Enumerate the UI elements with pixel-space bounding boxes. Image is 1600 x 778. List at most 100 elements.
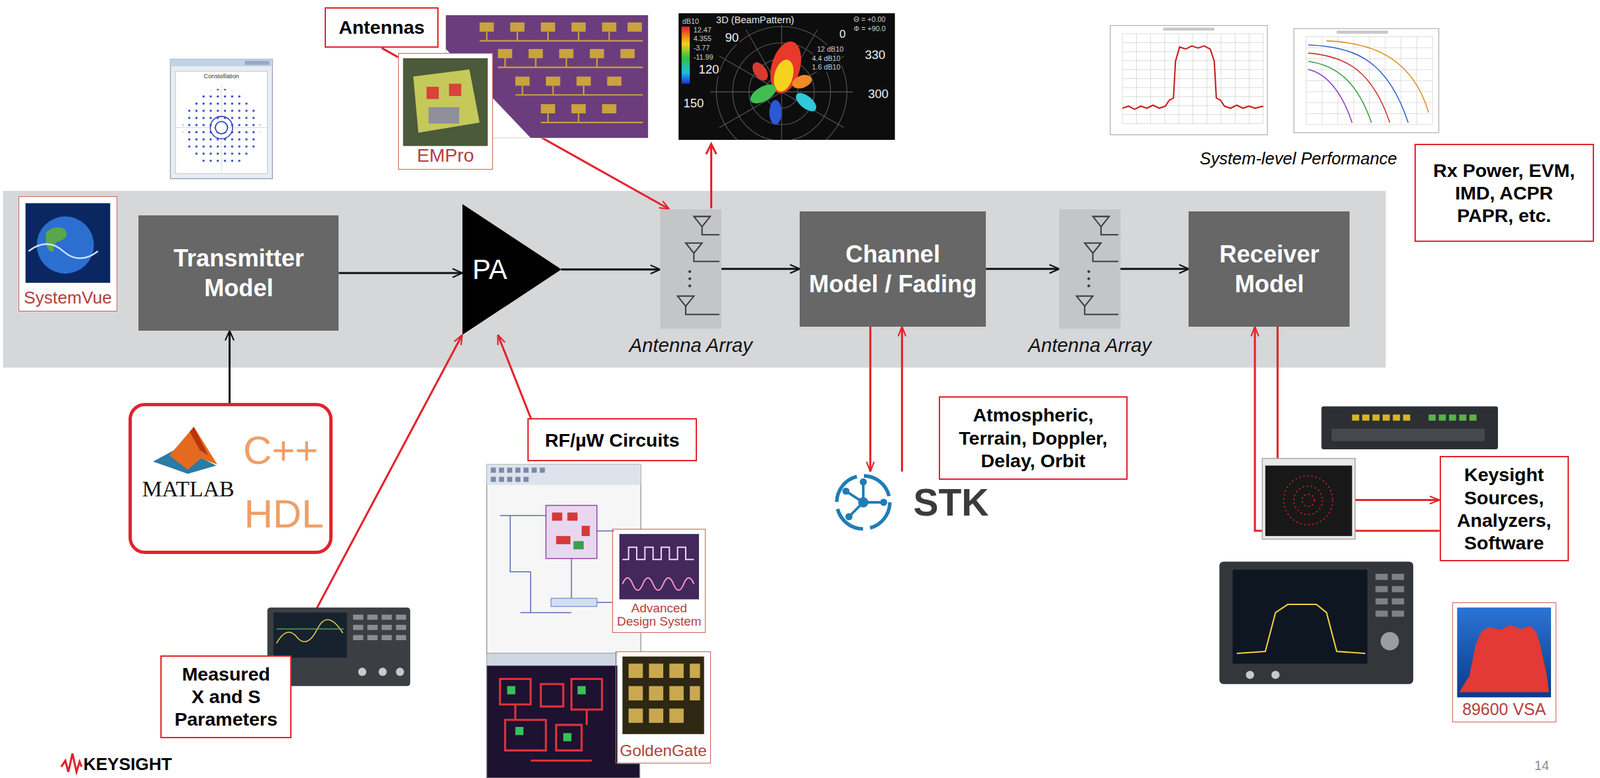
goldengate-icon-picture <box>628 663 701 723</box>
antenna-array-graphic <box>688 270 692 273</box>
spectrum-screenshot <box>1122 33 1264 124</box>
schematic-screenshot <box>545 505 597 559</box>
node-text: Advanced Design System <box>616 601 703 630</box>
network-analyzer-picture <box>367 624 377 631</box>
goldengate-icon-picture <box>689 663 700 678</box>
antenna-array-graphic <box>1087 270 1090 273</box>
beam-pattern-plot <box>710 20 854 140</box>
schematic-screenshot <box>515 467 521 474</box>
ads-icon-picture <box>619 533 699 600</box>
signal-analyzer-picture <box>1375 598 1388 605</box>
antenna-layout-picture <box>559 49 574 59</box>
node-text: Receiver Model <box>1197 239 1341 299</box>
keysight-logo-mark <box>60 753 82 772</box>
stk-logo <box>879 498 888 507</box>
spectrum-screenshot <box>1110 25 1268 136</box>
node-text: Antenna Array <box>1028 334 1152 358</box>
beam-pattern-plot <box>710 20 854 140</box>
antenna-layout-picture <box>498 49 513 59</box>
goldengate-icon-picture <box>669 708 684 723</box>
network-analyzer-picture <box>276 619 343 644</box>
constellation-screenshot <box>245 60 270 65</box>
empro-icon-picture <box>449 83 462 96</box>
signal-source-rack <box>1352 414 1360 421</box>
signal-source-rack <box>1439 414 1447 421</box>
signal-analyzer-picture <box>1391 573 1404 580</box>
stk-logo <box>845 512 853 521</box>
systemvue-icon-picture <box>18 196 118 312</box>
node-text: PA <box>472 253 507 286</box>
goldengate-icon-picture <box>617 651 710 764</box>
signal-analyzer-picture <box>1375 573 1404 617</box>
tool-icon: GoldenGate <box>615 651 711 764</box>
node-text: Atmospheric, Terrain, Doppler, Delay, Or… <box>948 403 1118 472</box>
node-text: HDL <box>243 494 324 534</box>
connector-arrow <box>228 330 231 403</box>
signal-source-rack <box>1428 414 1477 421</box>
label-text: 4.355 <box>693 34 713 43</box>
analyzer-software-screenshot <box>1265 465 1353 536</box>
empro-icon-picture <box>398 53 493 170</box>
signal-analyzer-picture <box>1246 670 1255 679</box>
schematic-screenshot <box>490 467 546 483</box>
signal-source-rack <box>1362 414 1370 421</box>
beam-pattern-plot <box>681 26 690 84</box>
antenna-array: Antenna Array <box>660 209 722 329</box>
signal-source-rack <box>1321 406 1498 450</box>
label-text: 1.6 dB10 <box>810 62 841 71</box>
node-text: Rx Power, EVM, IMD, ACPR PAPR, etc. <box>1428 159 1580 228</box>
connector-arrow <box>1120 267 1189 270</box>
ads-icon-picture <box>614 528 705 633</box>
signal-analyzer-picture <box>1391 610 1404 617</box>
empro-icon-picture <box>402 58 488 146</box>
antenna-layout-picture <box>528 49 544 59</box>
label-text: 300 <box>867 86 890 101</box>
node-text: Measured X and S Parameters <box>173 662 279 731</box>
beam-arrow <box>706 143 717 209</box>
antenna-layout-picture <box>479 31 643 123</box>
curves-screenshot <box>1293 28 1440 133</box>
antenna-array-graphic <box>1076 216 1119 315</box>
constellation-screenshot <box>210 116 233 140</box>
spectrum-screenshot <box>1163 27 1215 32</box>
constellation-screenshot <box>215 121 228 134</box>
analyzer-software-screenshot <box>1293 485 1323 515</box>
antenna-array-graphic <box>1059 209 1121 329</box>
constellation-screenshot <box>170 58 273 179</box>
node-text: Antenna Array <box>629 334 753 358</box>
callout-box: Antennas <box>324 7 440 49</box>
connector-arrow <box>561 268 660 271</box>
ic-layout-screenshot <box>500 679 603 761</box>
label-text: Constellation <box>203 72 240 81</box>
antenna-layout-picture <box>545 76 561 87</box>
signal-analyzer-picture <box>1375 585 1388 592</box>
ic-layout-screenshot <box>486 653 640 778</box>
antenna-layout-picture <box>510 22 525 32</box>
antenna-layout-picture <box>627 22 642 32</box>
stk-logo <box>836 475 890 529</box>
antenna-array-graphic <box>1087 276 1090 280</box>
schematic-screenshot <box>581 525 590 536</box>
antenna-layout-picture <box>540 104 556 114</box>
node-text: MATLAB <box>141 477 234 501</box>
vsa-icon-picture <box>1452 602 1557 723</box>
schematic-screenshot <box>515 476 521 482</box>
process-box: Receiver Model <box>1188 211 1350 327</box>
systemvue-icon-picture <box>36 216 94 274</box>
label-text: 330 <box>864 47 887 62</box>
node-text: GoldenGate <box>620 742 707 760</box>
label-text: 90 <box>724 30 741 45</box>
systemvue-icon-picture <box>45 227 67 252</box>
tool-logo: STK <box>831 471 995 533</box>
schematic-screenshot <box>506 467 513 474</box>
amplifier-triangle: PA <box>462 204 562 335</box>
label-text: 14 <box>1533 757 1550 774</box>
language-box: MATLABC++HDL <box>128 402 333 554</box>
network-analyzer-picture <box>396 634 407 640</box>
stk-logo <box>842 487 850 495</box>
label-text: 3D (BeamPattern) <box>715 14 796 26</box>
antenna-array-graphic <box>688 284 692 287</box>
curves-screenshot <box>1326 41 1429 113</box>
matlab-logo <box>189 426 209 456</box>
signal-source-rack <box>1382 414 1390 421</box>
